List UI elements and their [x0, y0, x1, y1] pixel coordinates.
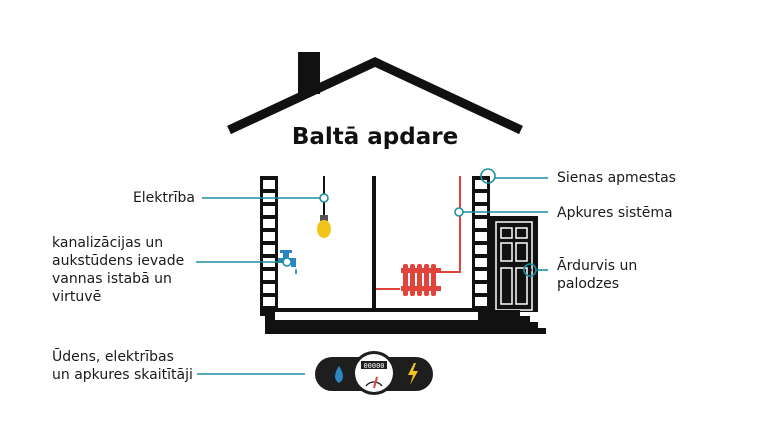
label-walls: Sienas apmestas — [557, 170, 676, 186]
left-wall — [260, 176, 278, 316]
right-wall — [472, 176, 490, 316]
page-title: Baltā apdare — [292, 124, 458, 150]
label-heating: Apkures sistēma — [557, 205, 673, 221]
floor — [265, 308, 490, 334]
lightning-icon — [408, 363, 418, 385]
label-meters: Ūdens, elektrības un apkures skaitītāji — [52, 348, 193, 383]
label-door: Ārdurvis un palodzes — [557, 257, 642, 292]
radiator-icon — [376, 176, 461, 296]
label-sewage-water: kanalizācijas un aukstūdens ievade vanna… — [52, 235, 189, 305]
meter-digits: 00000 — [363, 362, 384, 370]
water-drop-icon — [335, 366, 343, 383]
partition-wall — [372, 176, 376, 308]
meter-panel: 00000 — [315, 351, 433, 395]
label-electricity: Elektrība — [133, 190, 195, 206]
callout-lines — [196, 168, 548, 375]
front-door-icon — [490, 216, 546, 334]
light-bulb-icon — [317, 176, 331, 238]
roof — [227, 52, 523, 135]
